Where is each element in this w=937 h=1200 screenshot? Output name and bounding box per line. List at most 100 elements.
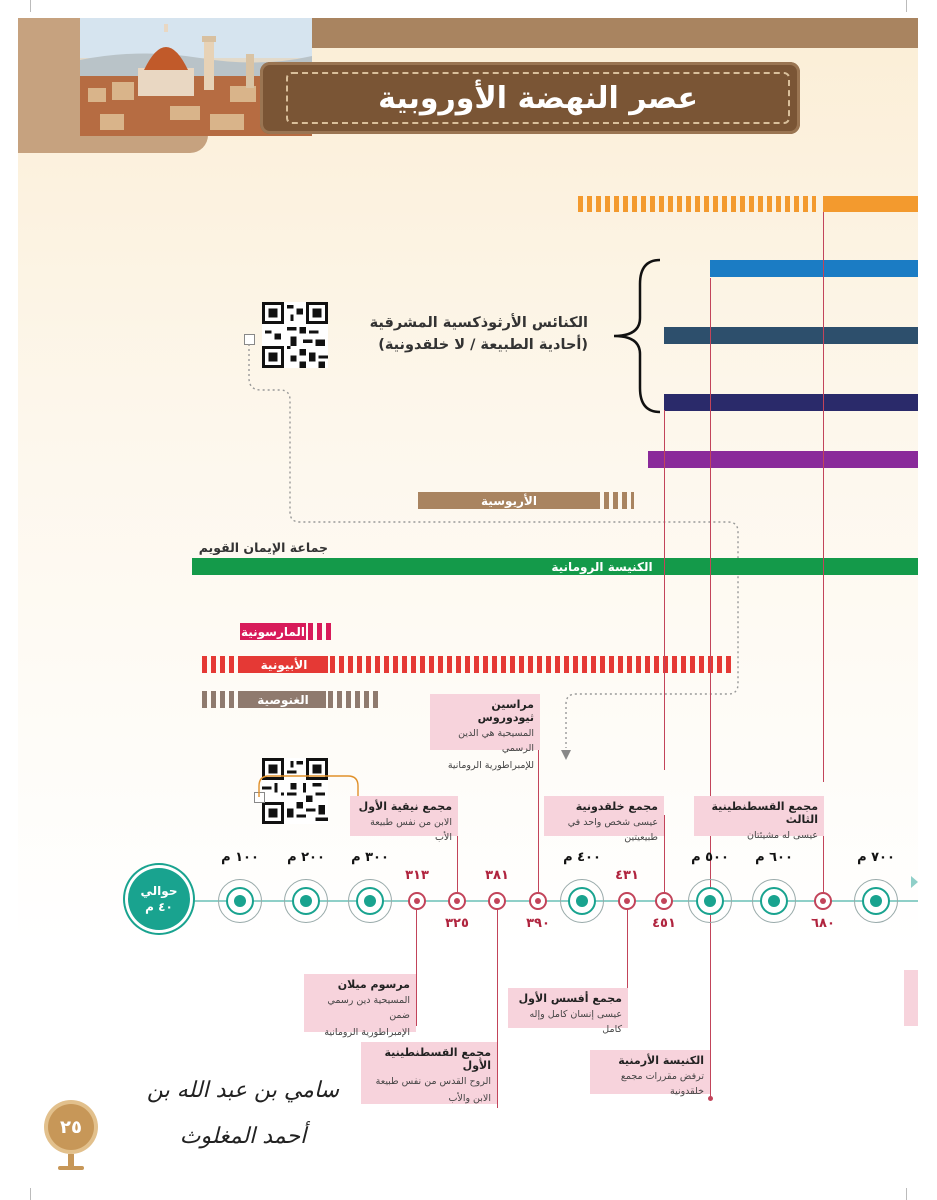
century-label: ١٠٠ م xyxy=(221,850,259,865)
event-line xyxy=(823,815,824,897)
arian-bar: الأريوسية xyxy=(418,492,600,509)
callout-desc: عيسى إنسان كامل وإله كامل xyxy=(529,1009,622,1035)
slate-bar xyxy=(664,327,918,344)
const3-line xyxy=(823,212,824,782)
gnostic-dashed-right xyxy=(328,691,380,708)
callout-title: الكنيسة الأرمنية xyxy=(618,1054,704,1067)
callout-title: مرسوم ميلان xyxy=(337,978,410,991)
callout-desc: الإمبراطورية الرومانية xyxy=(324,1027,410,1038)
event-line xyxy=(627,908,628,1020)
callout-theodosius: مراسين ثيودوروس المسيحية هي الدين الرسمي… xyxy=(430,694,540,771)
callout-desc: الروح القدس من نفس طبيعة xyxy=(375,1076,491,1087)
callout-desc: الابن من نفس طبيعة الأب xyxy=(370,817,452,843)
gnostic-dashed-left xyxy=(202,691,240,708)
callout-desc: للإمبراطورية الرومانية xyxy=(447,760,534,771)
timeline-arrow-icon xyxy=(911,876,918,888)
roman-church-bar: الكنيسة الرومانية xyxy=(192,558,918,575)
marcionite-bar: المارسونية xyxy=(240,623,306,640)
event-line xyxy=(497,908,498,1108)
century-label: ٧٠٠ م xyxy=(857,850,895,865)
navy-line xyxy=(664,410,665,770)
event-marker xyxy=(529,892,547,910)
crop-mark xyxy=(906,0,907,12)
blue-bar xyxy=(710,260,918,277)
event-line xyxy=(416,908,417,1026)
century-marker xyxy=(688,879,732,923)
event-year-label: ٣٩٠ xyxy=(526,916,550,931)
marcionite-dashed-bar xyxy=(308,623,334,640)
orange-solid-bar xyxy=(823,196,918,212)
marcionite-label: المارسونية xyxy=(240,625,306,639)
century-marker xyxy=(348,879,392,923)
timeline-start-badge: حوالي ٤٠ م xyxy=(128,868,190,930)
event-marker xyxy=(488,892,506,910)
eastern-line-2: (أحادية الطبيعة / لا خلقدونية) xyxy=(378,337,588,353)
century-label: ٥٠٠ م xyxy=(691,850,729,865)
century-label: ٦٠٠ م xyxy=(755,850,793,865)
callout-ephesus: مجمع أفسس الأول عيسى إنسان كامل وإله كام… xyxy=(508,988,628,1035)
event-marker xyxy=(618,892,636,910)
purple-bar xyxy=(648,451,918,468)
event-marker xyxy=(448,892,466,910)
event-year-label: ٤٥١ xyxy=(652,916,676,931)
century-label: ٢٠٠ م xyxy=(287,850,325,865)
page-number: ٢٥ xyxy=(48,1104,94,1150)
event-marker xyxy=(408,892,426,910)
callout-const3: مجمع القسطنطينية الثالث عيسى له مشيئتان xyxy=(694,796,824,841)
callout-desc: المسيحية دين رسمي ضمن xyxy=(327,995,410,1021)
true-faith-label: جماعة الإيمان القويم xyxy=(198,540,328,555)
gnostic-bar: الغنوصية xyxy=(240,691,326,708)
page: عصر النهضة الأوروبية الكنائس الأرثوذكسية… xyxy=(18,18,918,1180)
event-year-label: ٣٨١ xyxy=(485,868,509,883)
crop-mark xyxy=(906,1188,907,1200)
century-marker xyxy=(218,879,262,923)
eastern-line-1: الكنائس الأرثوذكسية المشرقية xyxy=(369,315,588,331)
ebionite-label: الأبيونية xyxy=(260,658,308,672)
page-title: عصر النهضة الأوروبية xyxy=(378,80,698,116)
navy-bar xyxy=(664,394,918,411)
century-label: ٤٠٠ م xyxy=(563,850,601,865)
event-marker xyxy=(814,892,832,910)
author-signature: سامي بن عبد الله بن أحمد المغلوث xyxy=(146,1078,340,1149)
event-line xyxy=(664,815,665,897)
ebionite-bar: الأبيونية xyxy=(240,656,328,673)
event-line xyxy=(457,815,458,897)
century-marker xyxy=(560,879,604,923)
event-year-label: ٣١٣ xyxy=(405,868,429,883)
start-line-2: ٤٠ م xyxy=(145,900,173,914)
callout-cropped xyxy=(904,970,918,1026)
roman-church-label: الكنيسة الرومانية xyxy=(551,560,653,574)
start-line-1: حوالي xyxy=(140,884,178,898)
callout-title: مجمع أفسس الأول xyxy=(518,992,622,1005)
ebionite-dashed-left xyxy=(202,656,240,673)
event-year-label: ٦٨٠ xyxy=(811,916,835,931)
callout-chalcedon: مجمع خلقدونية عيسى شخص واحد في طبيعيتين xyxy=(544,796,664,843)
callout-title: مجمع القسطنطينية الأول xyxy=(384,1046,491,1072)
callout-milan: مرسوم ميلان المسيحية دين رسمي ضمن الإمبر… xyxy=(304,974,416,1038)
globe-stand-icon xyxy=(68,1154,74,1168)
callout-desc: ترفض مقررات مجمع خلقدونية xyxy=(620,1071,704,1097)
callout-armenian: الكنيسة الأرمنية ترفض مقررات مجمع خلقدون… xyxy=(590,1050,710,1097)
title-frame: عصر النهضة الأوروبية xyxy=(286,72,790,124)
gnostic-label: الغنوصية xyxy=(257,693,309,707)
callout-desc: عيسى له مشيئتان xyxy=(747,830,818,841)
century-marker xyxy=(854,879,898,923)
ebionite-dashed-right xyxy=(330,656,732,673)
callout-title: مراسين ثيودوروس xyxy=(477,698,534,724)
callout-title: مجمع خلقدونية xyxy=(575,800,658,813)
century-marker xyxy=(752,879,796,923)
line-end-dot xyxy=(708,1096,713,1101)
event-year-label: ٤٣١ xyxy=(615,868,639,883)
connector-lines xyxy=(248,344,739,797)
callout-title: مجمع القسطنطينية الثالث xyxy=(711,800,818,826)
crop-mark xyxy=(30,0,31,12)
callout-desc: الابن والأب xyxy=(448,1093,491,1104)
callout-title: مجمع نيقية الأول xyxy=(358,800,452,813)
chalcedon-line xyxy=(710,278,711,1098)
qr-code-icon[interactable] xyxy=(262,302,328,368)
arian-label: الأريوسية xyxy=(481,494,537,508)
qr-code-icon[interactable] xyxy=(262,758,328,824)
crop-mark xyxy=(30,1188,31,1200)
century-label: ٣٠٠ م xyxy=(351,850,389,865)
event-year-label: ٣٢٥ xyxy=(445,916,469,931)
